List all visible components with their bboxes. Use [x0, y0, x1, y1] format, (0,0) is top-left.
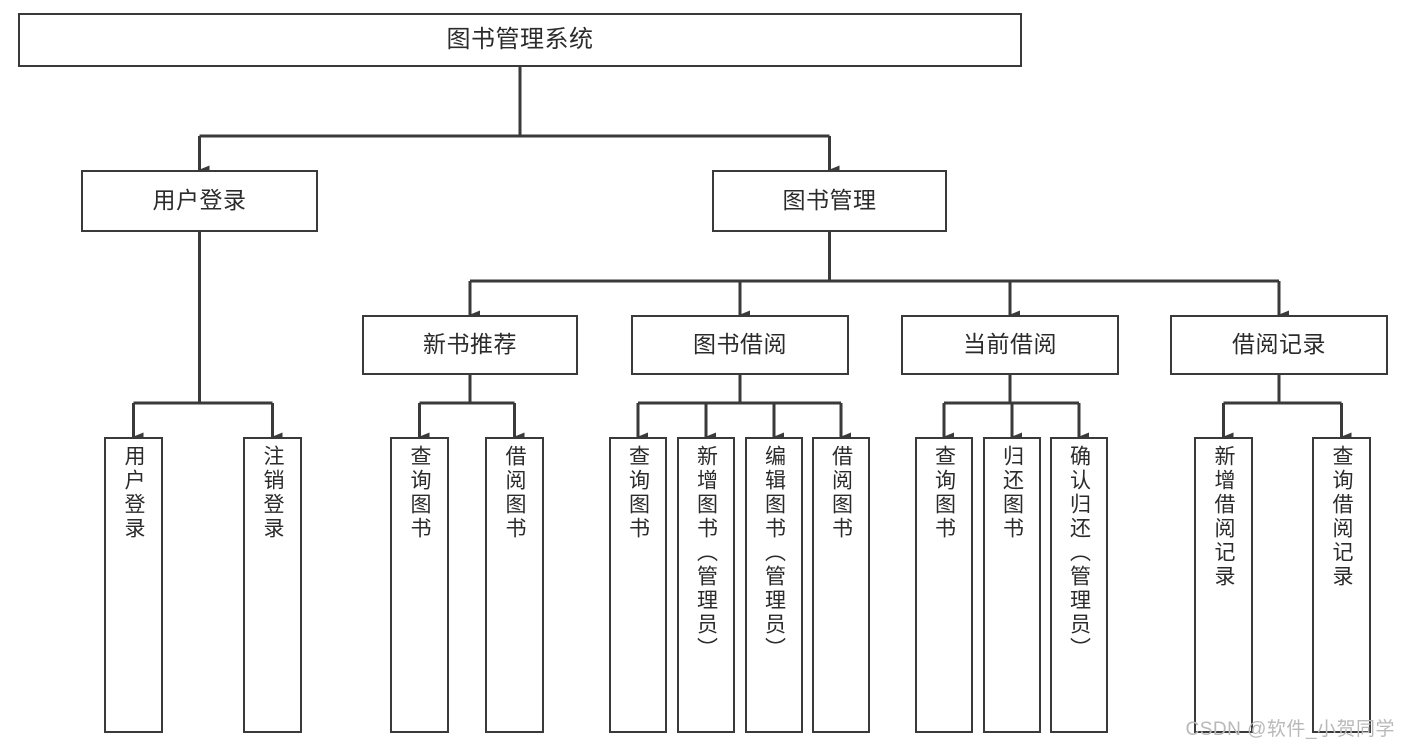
leaf-label: 编辑图书（管理员） — [762, 445, 786, 661]
leaf-label: 注销登录 — [261, 445, 284, 541]
node-leaf-query-book-rec[interactable]: 查询图书 — [390, 437, 449, 733]
leaf-label: 用户登录 — [122, 445, 145, 541]
node-leaf-add-book[interactable]: 新增图书（管理员） — [677, 437, 735, 733]
node-borrow-record[interactable]: 借阅记录 — [1170, 315, 1388, 375]
node-leaf-return-book[interactable]: 归还图书 — [983, 437, 1041, 733]
node-leaf-edit-book[interactable]: 编辑图书（管理员） — [745, 437, 803, 733]
leaf-label: 查询图书 — [408, 445, 431, 541]
leaf-label: 确认归还（管理员） — [1067, 445, 1091, 661]
node-leaf-borrow-book[interactable]: 借阅图书 — [812, 437, 870, 733]
node-current-borrow[interactable]: 当前借阅 — [901, 315, 1119, 375]
node-book-borrow[interactable]: 图书借阅 — [631, 315, 849, 375]
leaf-label: 查询借阅记录 — [1330, 445, 1353, 589]
node-new-book-rec[interactable]: 新书推荐 — [362, 315, 578, 375]
node-leaf-query-book[interactable]: 查询图书 — [609, 437, 667, 733]
node-leaf-user-logout[interactable]: 注销登录 — [243, 437, 302, 733]
node-leaf-query-record[interactable]: 查询借阅记录 — [1312, 437, 1371, 733]
node-user-login[interactable]: 用户登录 — [81, 170, 318, 232]
leaf-label: 查询图书 — [932, 445, 956, 541]
leaf-label: 查询图书 — [626, 445, 650, 541]
node-root[interactable]: 图书管理系统 — [18, 13, 1022, 67]
node-leaf-borrow-book-rec[interactable]: 借阅图书 — [485, 437, 544, 733]
leaf-label: 借阅图书 — [503, 445, 526, 541]
node-leaf-query-book-cur[interactable]: 查询图书 — [915, 437, 973, 733]
leaf-label: 新增借阅记录 — [1212, 445, 1235, 589]
leaf-label: 借阅图书 — [829, 445, 853, 541]
node-leaf-confirm-return[interactable]: 确认归还（管理员） — [1050, 437, 1108, 733]
node-book-manage[interactable]: 图书管理 — [712, 170, 947, 232]
node-leaf-user-login[interactable]: 用户登录 — [104, 437, 163, 733]
node-leaf-add-record[interactable]: 新增借阅记录 — [1194, 437, 1253, 733]
watermark-credit: CSDN @软件_小贺同学 — [1185, 719, 1395, 740]
leaf-label: 新增图书（管理员） — [694, 445, 718, 661]
leaf-label: 归还图书 — [1000, 445, 1024, 541]
